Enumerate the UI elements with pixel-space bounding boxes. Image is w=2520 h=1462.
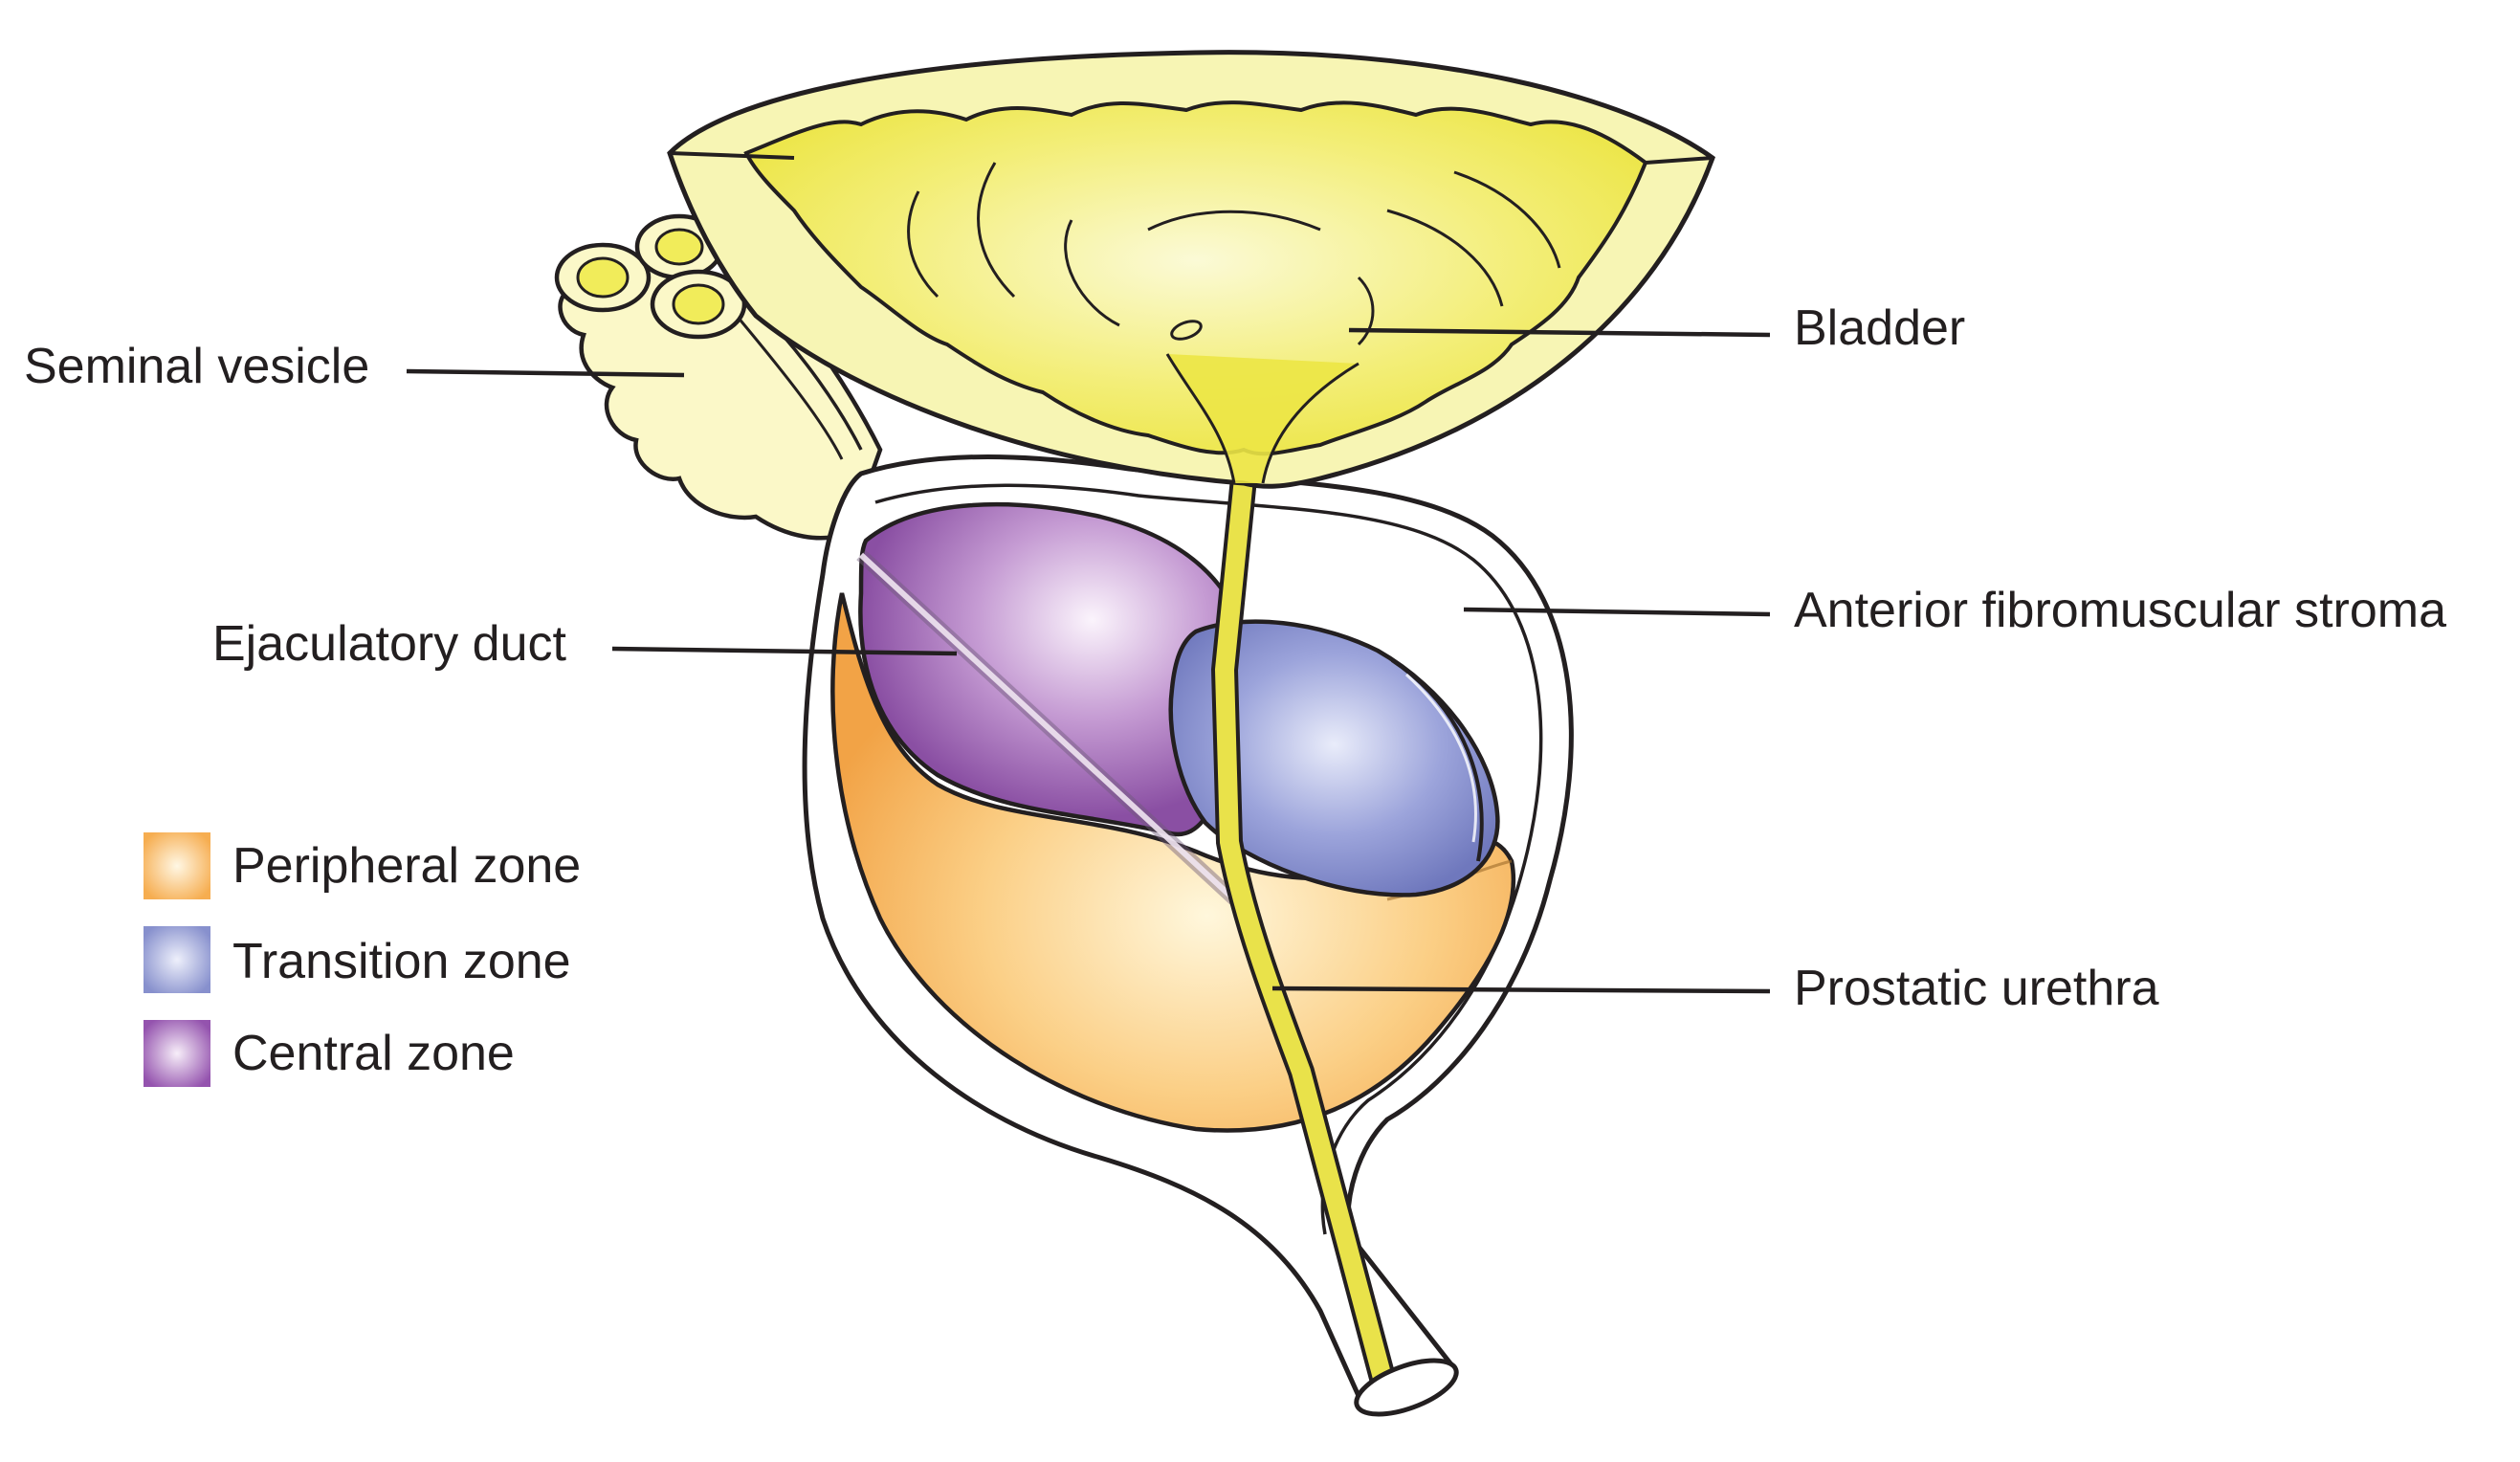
legend-label-central: Central zone — [232, 1026, 515, 1081]
leader-bladder — [1348, 327, 1771, 338]
label-seminal-vesicle: Seminal vesicle — [24, 339, 369, 394]
leader-lines — [406, 327, 1771, 994]
legend-swatch-peripheral — [144, 832, 210, 899]
label-prostatic-urethra: Prostatic urethra — [1794, 961, 2159, 1016]
legend-label-transition: Transition zone — [232, 934, 571, 989]
leader-prostatic-urethra — [1271, 986, 1771, 994]
legend: Peripheral zone Transition zone Central … — [144, 832, 581, 1087]
legend-swatch-central — [144, 1020, 210, 1087]
legend-label-peripheral: Peripheral zone — [232, 838, 581, 894]
transition-zone — [1168, 619, 1500, 897]
bladder — [667, 50, 1715, 489]
label-ejaculatory-duct: Ejaculatory duct — [212, 616, 567, 672]
leader-anterior-stroma — [1463, 607, 1771, 617]
ejaculatory-duct — [856, 549, 1239, 905]
legend-swatch-transition — [144, 926, 210, 993]
peripheral-zone — [830, 592, 1516, 1133]
leader-seminal-vesicle — [406, 368, 685, 378]
leader-ejaculatory-duct — [611, 646, 958, 656]
label-bladder: Bladder — [1794, 300, 1965, 356]
prostatic-urethra — [1210, 476, 1459, 1417]
label-anterior-stroma: Anterior fibromuscular stroma — [1794, 583, 2446, 638]
